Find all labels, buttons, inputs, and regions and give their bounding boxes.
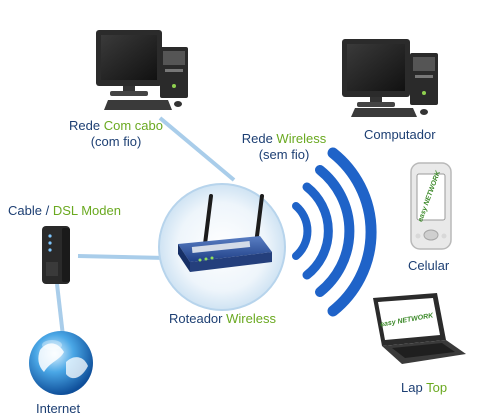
- label-laptop-part2: Top: [426, 380, 448, 395]
- wave-4: [327, 147, 377, 317]
- phone-key-right: [441, 233, 447, 239]
- modem-light-2: [48, 241, 52, 245]
- mouse: [420, 109, 428, 115]
- label-laptop-part1: Lap: [401, 380, 423, 395]
- label-wired-network: Rede Com cabo (com fio): [66, 118, 166, 150]
- label-wireless-network-green: Wireless: [276, 131, 327, 146]
- label-router: Roteador Wireless: [169, 311, 276, 327]
- cable-modem: [42, 226, 70, 284]
- modem-light-3: [48, 248, 52, 252]
- label-wired-network-word: Rede: [69, 118, 101, 133]
- label-computer: Computador: [364, 127, 436, 142]
- cell-phone: easy NETWORK: [410, 162, 452, 250]
- keyboard: [351, 108, 417, 117]
- label-cable-modem-part1: Cable: [8, 203, 42, 218]
- monitor-screen: [101, 35, 157, 80]
- wave-3: [315, 165, 355, 297]
- pc-tower-panel: [163, 51, 185, 65]
- connection-lines: [55, 116, 236, 337]
- wave-1: [292, 202, 312, 260]
- label-router-part1: Roteador: [169, 311, 223, 326]
- router-led-3: [210, 256, 214, 260]
- phone-screen: [416, 173, 446, 221]
- label-wireless-network: Rede Wireless (sem fio): [236, 131, 332, 163]
- router-panel: [191, 240, 251, 254]
- computer-wireless: [342, 39, 438, 117]
- router-side: [190, 252, 272, 272]
- phone-key-left: [415, 233, 421, 239]
- wireless-waves: [292, 147, 377, 317]
- mouse: [174, 101, 182, 107]
- modem-side: [62, 228, 70, 282]
- antenna-left: [203, 194, 213, 246]
- wave-2: [302, 182, 333, 280]
- router-led-2: [204, 257, 208, 261]
- antenna-right: [254, 194, 264, 246]
- label-internet: Internet: [36, 401, 81, 416]
- monitor-base: [110, 91, 148, 96]
- label-wireless-network-word: Rede: [241, 131, 273, 146]
- label-wired-network-line1: Rede Com cabo: [66, 118, 166, 134]
- label-cable-modem-part2: DSL Moden: [52, 203, 121, 218]
- label-laptop: Lap Top: [401, 380, 447, 396]
- label-wireless-network-line2: (sem fio): [258, 147, 310, 162]
- keyboard: [104, 100, 172, 110]
- monitor-screen: [347, 44, 405, 91]
- router-led-1: [198, 258, 202, 262]
- modem-light-1: [48, 234, 52, 238]
- laptop-screen: [378, 298, 440, 340]
- laptop: easy NETWORK: [373, 293, 466, 364]
- label-cable-modem: Cable / DSL Moden: [8, 203, 121, 219]
- globe-continent-1: [38, 343, 64, 372]
- computer-wired: [96, 30, 188, 110]
- label-cable-modem-sep: /: [41, 203, 53, 218]
- monitor-neck: [123, 86, 135, 92]
- label-wired-network-green: Com cabo: [103, 118, 163, 133]
- wireless-router: [178, 194, 272, 272]
- pc-tower-drive: [415, 75, 433, 78]
- pc-tower-drive: [165, 69, 183, 72]
- link-router-computer1: [158, 116, 236, 182]
- router-front: [178, 244, 190, 272]
- monitor-base: [357, 102, 395, 107]
- modem-vent: [46, 262, 58, 276]
- laptop-keyboard: [392, 343, 455, 358]
- link-router-modem: [77, 254, 167, 260]
- label-wired-network-line2: (com fio): [90, 134, 142, 149]
- link-modem-internet: [55, 283, 65, 337]
- monitor-neck: [370, 97, 382, 103]
- pc-tower-light: [172, 84, 176, 88]
- internet-globe: [29, 331, 93, 395]
- pc-tower-light: [422, 91, 426, 95]
- globe-continent-2: [66, 357, 88, 379]
- phone-button: [423, 229, 439, 241]
- label-wireless-network-line1: Rede Wireless: [236, 131, 332, 147]
- pc-tower-panel: [413, 57, 435, 71]
- globe-highlight: [42, 340, 62, 350]
- label-router-part2: Wireless: [226, 311, 276, 326]
- label-cell-phone: Celular: [408, 258, 450, 273]
